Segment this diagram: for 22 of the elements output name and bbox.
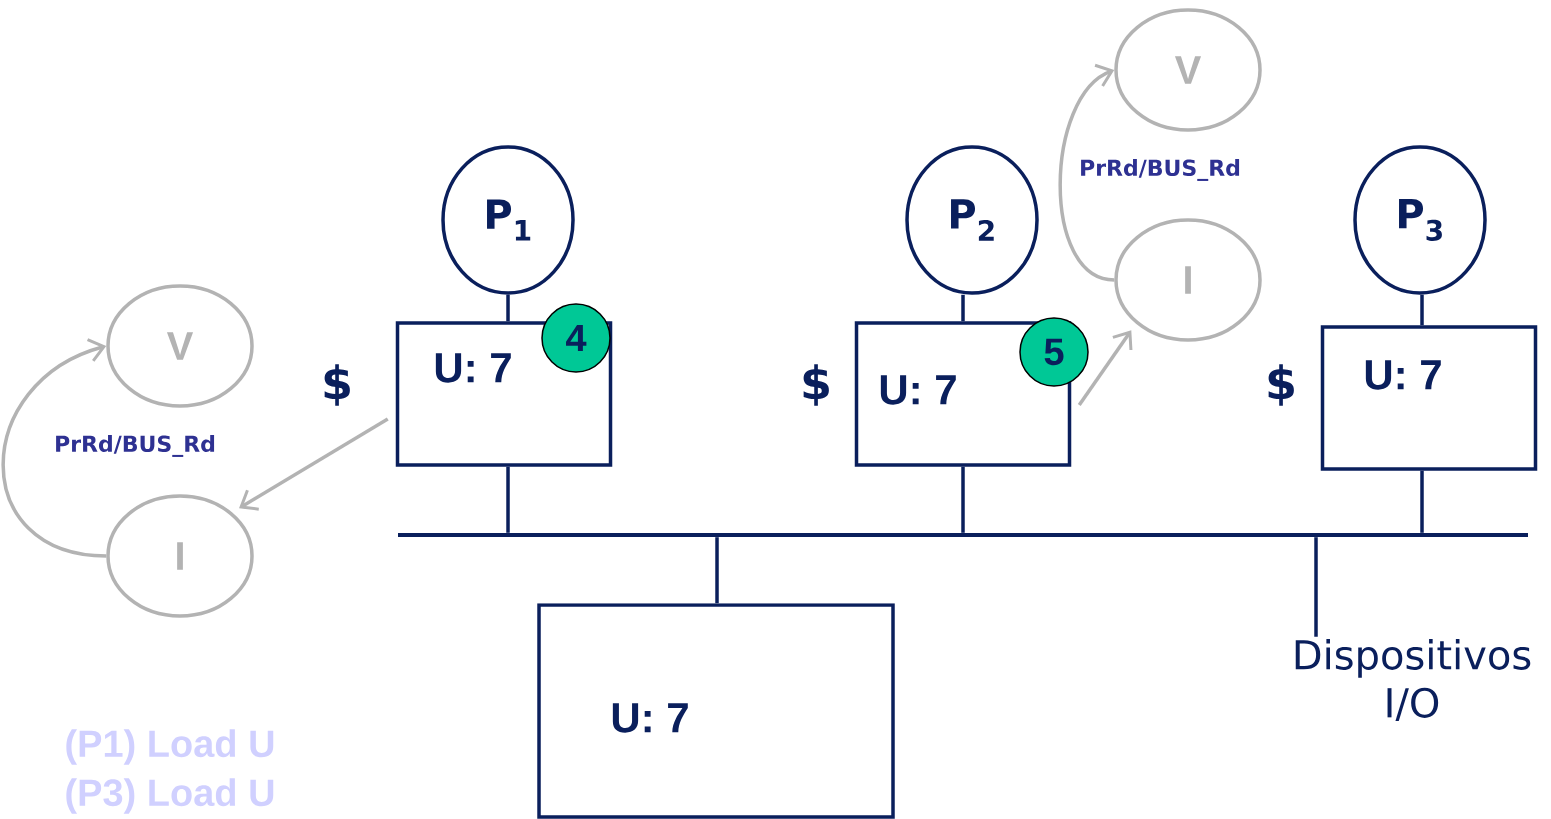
dollar-sign: $ <box>324 364 350 406</box>
dollar-sign: $ <box>803 364 829 406</box>
step-badge: 5 <box>1019 317 1089 387</box>
dollar-sign: $ <box>1268 364 1294 406</box>
connector-line <box>506 466 510 533</box>
transition-arrow <box>1 338 107 558</box>
connector-line <box>506 294 510 322</box>
transition-arrow <box>1077 330 1133 406</box>
transition-arrow <box>1058 63 1115 282</box>
connector-line <box>1420 470 1424 533</box>
edge-label: PrRd/BUS_Rd <box>1077 157 1243 183</box>
connector-line <box>1420 294 1424 326</box>
connector-line <box>961 466 965 533</box>
edge-label: PrRd/BUS_Rd <box>52 433 218 459</box>
step-badge: 4 <box>541 303 611 373</box>
transition-arrow <box>239 417 389 511</box>
cache-box: U: 7 <box>1320 325 1538 471</box>
memory-box: U: 7 <box>537 603 895 819</box>
connector-line <box>1314 537 1318 637</box>
connector-line <box>961 294 965 322</box>
connector-line <box>715 537 719 604</box>
io-label: Dispositivos I/O <box>1295 638 1531 722</box>
